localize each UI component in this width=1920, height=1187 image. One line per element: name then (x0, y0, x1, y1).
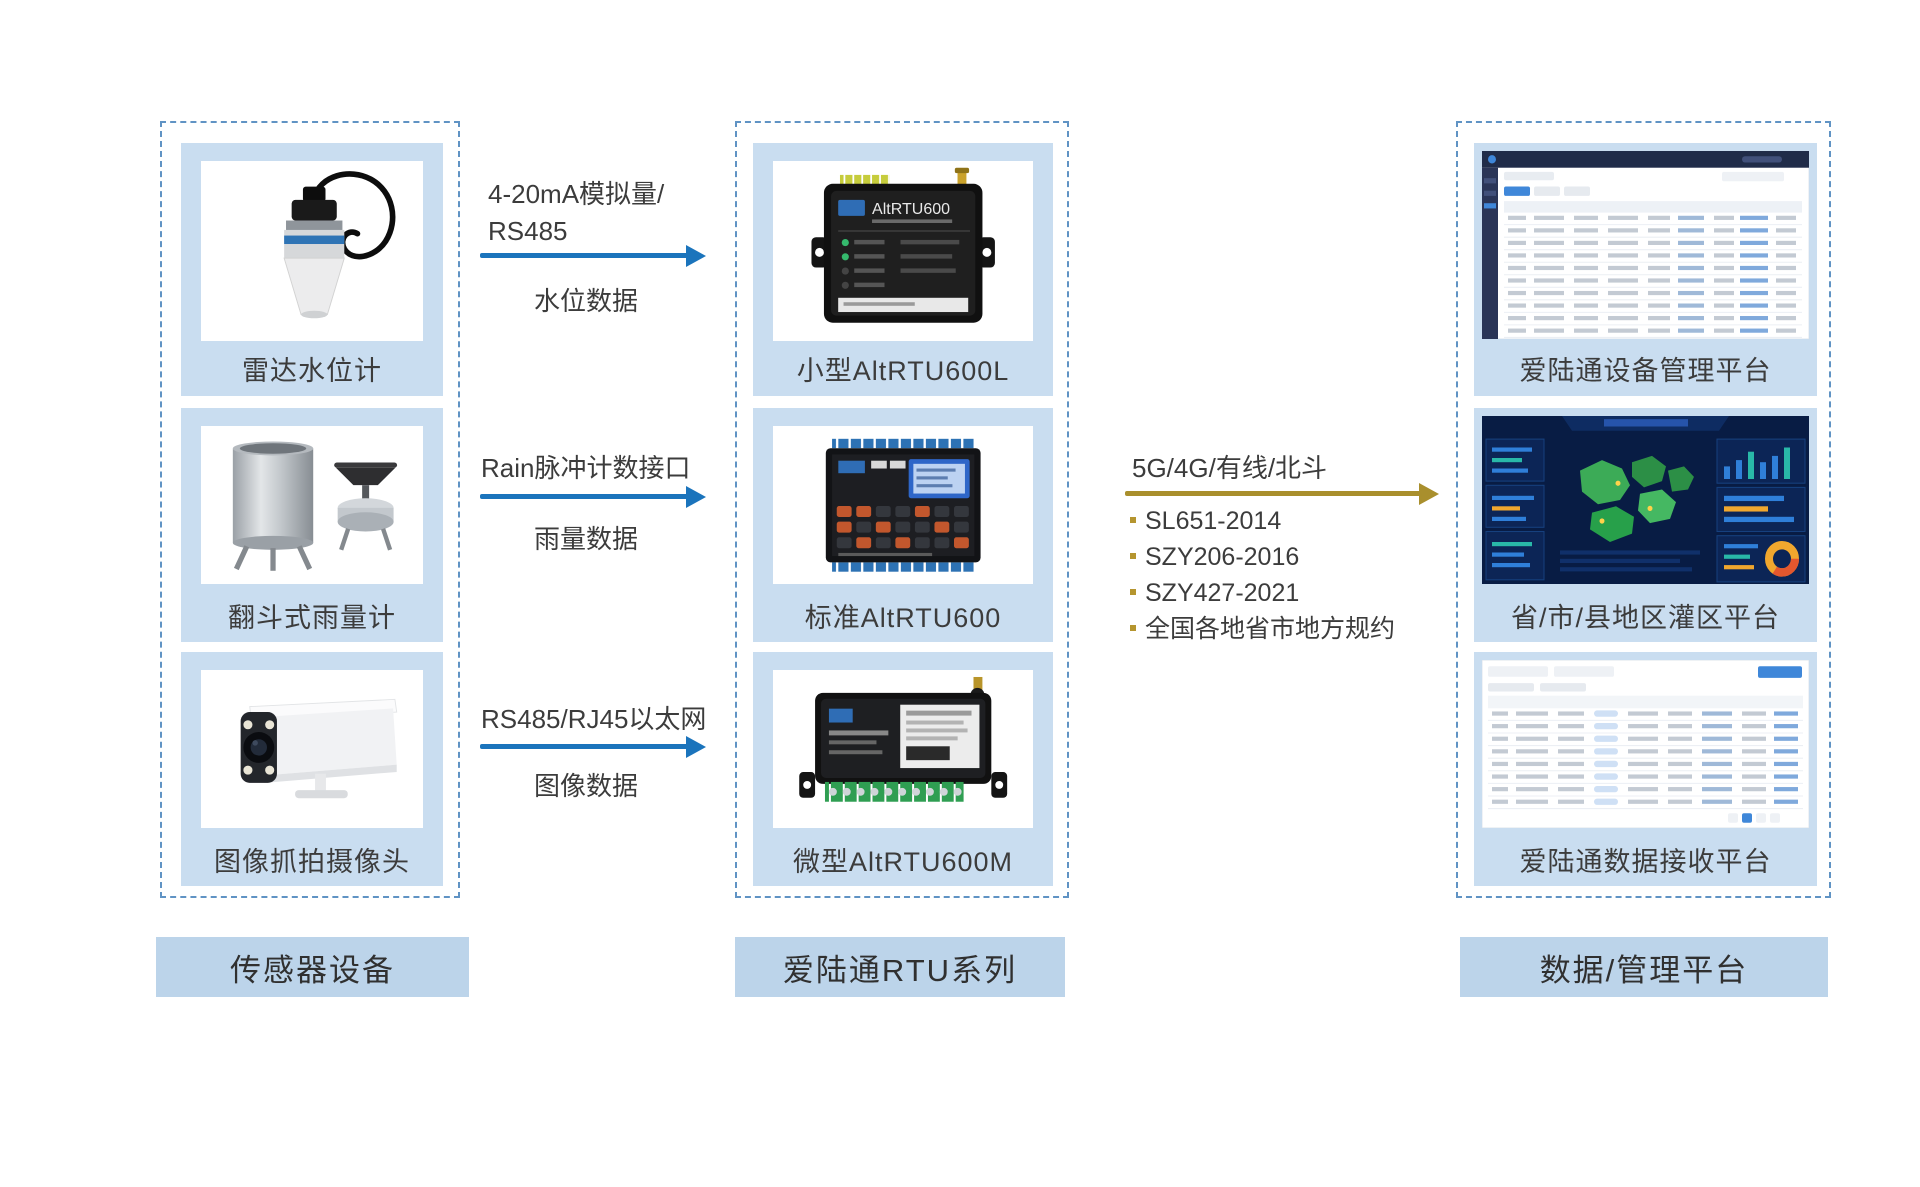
rtu-micro-image (773, 670, 1033, 828)
link2-interface-label: Rain脉冲计数接口 (481, 453, 691, 483)
uplink-protocol-list: SL651-2014 SZY206-2016 SZY427-2021 全国各地省… (1130, 503, 1460, 647)
uplink-network-label: 5G/4G/有线/北斗 (1132, 453, 1328, 483)
link3-data-label: 图像数据 (533, 771, 638, 801)
rtu-label-standard: 标准AltRTU600 (804, 603, 1002, 633)
data-receive-screenshot-illustration (1482, 660, 1809, 828)
rain-gauge-illustration (232, 441, 397, 571)
arrow-image-data (480, 744, 688, 749)
protocol-item: SL651-2014 (1130, 503, 1460, 539)
footer-rtu-series: 爱陆通RTU系列 (735, 937, 1065, 997)
snapshot-camera-image (201, 670, 423, 828)
rtu-device-name-text: AltRTU600 (872, 200, 950, 218)
rtu-standard-image (773, 426, 1033, 584)
platforms-group: 爱陆通设备管理平台 (1456, 121, 1831, 898)
rtu-panel-small: AltRTU600 小型AltRTU600L (753, 143, 1053, 396)
rtu-small-illustration: AltRTU600 (811, 168, 995, 324)
link1-interface-line1: 4-20mA模拟量/ (488, 179, 665, 209)
link1-data-label: 水位数据 (533, 286, 638, 316)
platform-label-device-mgmt: 爱陆通设备管理平台 (1519, 356, 1772, 386)
footer-sensors: 传感器设备 (156, 937, 469, 997)
device-mgmt-screenshot-illustration (1482, 151, 1809, 339)
rtu-standard-illustration (825, 438, 981, 572)
rtu-micro-illustration (799, 676, 1007, 802)
sensor-devices-group: 雷达水位计 (160, 121, 460, 898)
sensor-label-rain-gauge: 翻斗式雨量计 (228, 603, 396, 633)
radar-sensor-illustration (283, 171, 396, 319)
platform-panel-device-mgmt: 爱陆通设备管理平台 (1474, 143, 1817, 396)
protocol-item: SZY206-2016 (1130, 539, 1460, 575)
link1-interface-line2: RS485 (488, 216, 568, 246)
camera-illustration (240, 698, 397, 798)
rain-gauge-image (201, 426, 423, 584)
platform-label-data-receive: 爱陆通数据接收平台 (1519, 847, 1772, 877)
rtu-series-group: AltRTU600 小型AltRTU600L (735, 121, 1069, 898)
sensor-panel-camera: 图像抓拍摄像头 (181, 652, 443, 886)
link3-interface-label: RS485/RJ45以太网 (481, 704, 707, 734)
arrow-uplink (1125, 491, 1421, 496)
sensor-label-radar: 雷达水位计 (242, 356, 382, 386)
irrigation-dashboard-illustration (1482, 416, 1809, 584)
platform-panel-data-receive: 爱陆通数据接收平台 (1474, 652, 1817, 886)
data-receive-platform-screenshot (1482, 660, 1809, 828)
rtu-panel-standard: 标准AltRTU600 (753, 408, 1053, 642)
sensor-panel-radar-level: 雷达水位计 (181, 143, 443, 396)
rtu-small-image: AltRTU600 (773, 161, 1033, 341)
link1-interface-label: 4-20mA模拟量/ RS485 (488, 176, 718, 250)
sensor-label-camera: 图像抓拍摄像头 (214, 847, 410, 877)
rtu-label-small: 小型AltRTU600L (796, 356, 1010, 386)
arrow-water-level-data (480, 253, 688, 258)
irrigation-dashboard-screenshot (1482, 416, 1809, 584)
platform-label-irrigation: 省/市/县地区灌区平台 (1510, 603, 1780, 633)
footer-platforms: 数据/管理平台 (1460, 937, 1828, 997)
protocol-item: SZY427-2021 (1130, 575, 1460, 611)
rtu-label-micro: 微型AltRTU600M (792, 847, 1014, 877)
sensor-panel-rain-gauge: 翻斗式雨量计 (181, 408, 443, 642)
rtu-panel-micro: 微型AltRTU600M (753, 652, 1053, 886)
protocol-item: 全国各地省市地方规约 (1130, 611, 1460, 647)
arrow-rainfall-data (480, 494, 688, 499)
device-mgmt-platform-screenshot (1482, 151, 1809, 339)
platform-panel-irrigation: 省/市/县地区灌区平台 (1474, 408, 1817, 642)
link2-data-label: 雨量数据 (533, 524, 638, 554)
radar-water-level-sensor-image (201, 161, 423, 341)
